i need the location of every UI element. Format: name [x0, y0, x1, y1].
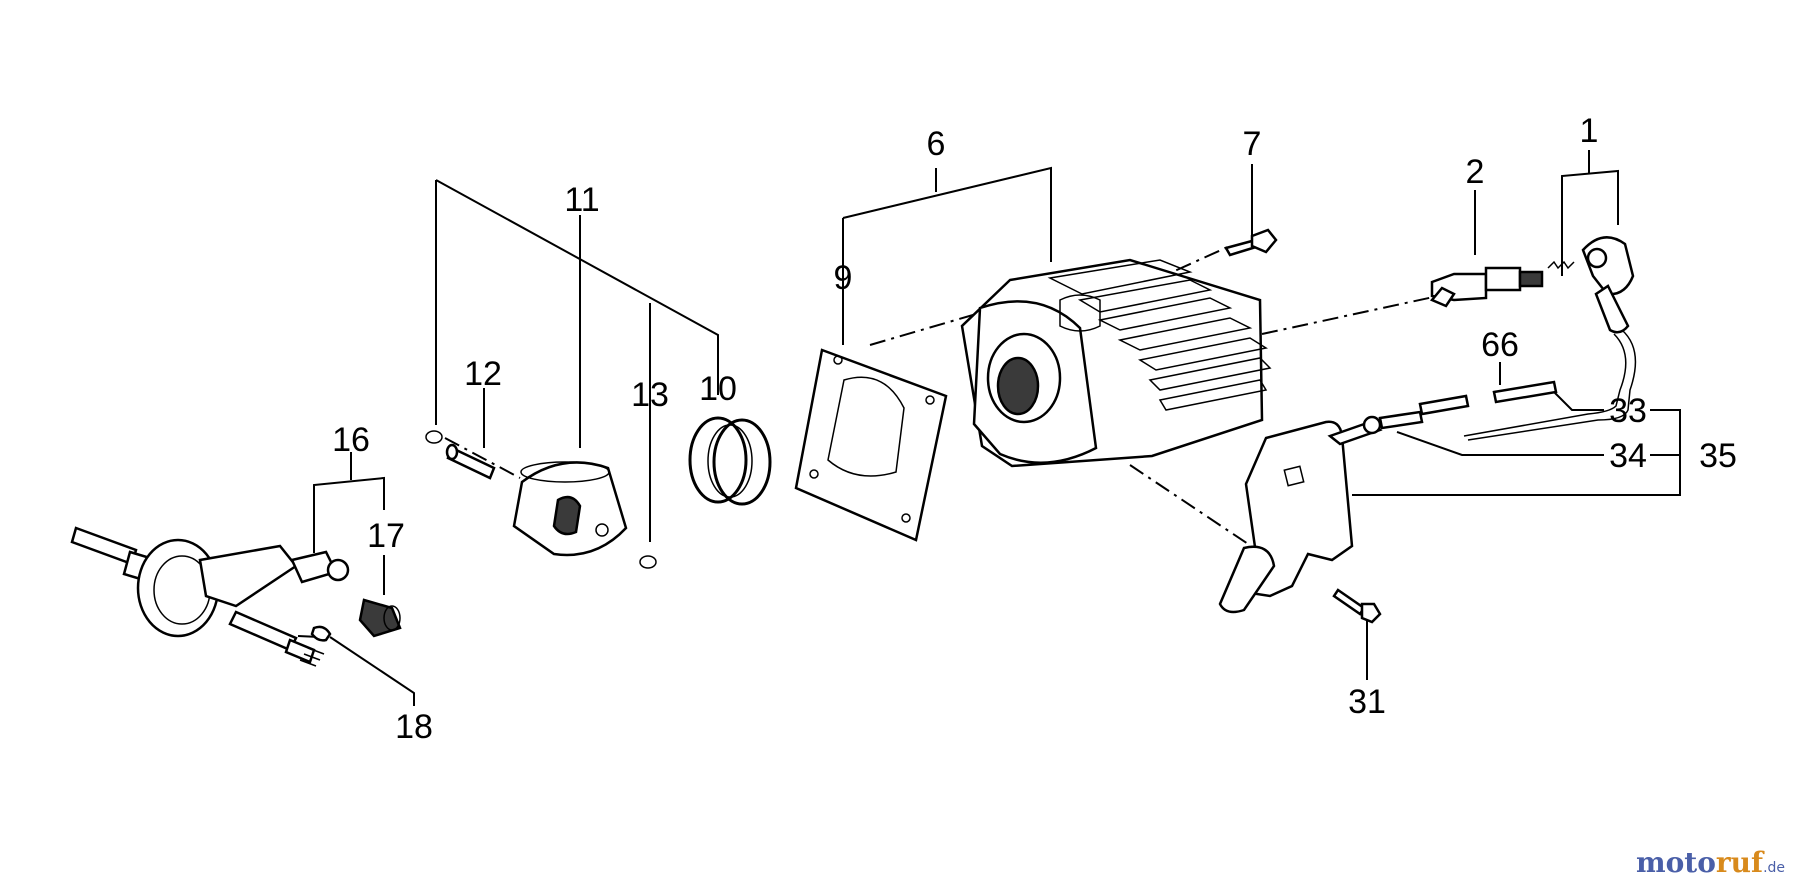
woodruff-key — [310, 625, 332, 642]
callout-33: 33 — [1609, 392, 1647, 430]
watermark-part-b: ruf — [1716, 846, 1765, 879]
callout-35: 35 — [1699, 437, 1737, 475]
crankshaft — [70, 526, 350, 667]
callout-1: 1 — [1580, 112, 1599, 150]
callout-31: 31 — [1348, 683, 1386, 721]
callout-66: 66 — [1481, 326, 1519, 364]
callout-labels: 1 2 6 7 9 10 11 12 13 16 17 18 31 33 34 … — [332, 112, 1737, 746]
callout-10: 10 — [699, 370, 737, 408]
spark-plug-boot — [1463, 236, 1637, 441]
piston — [512, 461, 628, 557]
watermark-text: motoruf.de — [1636, 846, 1785, 879]
callout-13: 13 — [631, 376, 669, 414]
callout-9: 9 — [834, 259, 853, 297]
spark-plug — [1429, 266, 1544, 308]
watermark-part-a: moto — [1636, 846, 1716, 879]
ignition-module — [1218, 380, 1558, 614]
callout-2: 2 — [1466, 153, 1485, 191]
callout-18: 18 — [395, 708, 433, 746]
circlip-left — [425, 430, 443, 444]
piston-rings — [688, 416, 772, 506]
cylinder — [960, 258, 1272, 468]
callout-7: 7 — [1243, 125, 1262, 163]
callout-16: 16 — [332, 421, 370, 459]
callout-6: 6 — [927, 125, 946, 163]
leader-lines — [313, 150, 1681, 706]
piston-pin — [445, 443, 496, 480]
circlip-right — [639, 555, 657, 569]
screw-31 — [1332, 588, 1382, 624]
motoruf-watermark: motoruf.de — [1636, 846, 1785, 879]
callout-12: 12 — [464, 355, 502, 393]
callout-17: 17 — [367, 517, 405, 555]
needle-bearing — [358, 598, 402, 638]
screw-7 — [1224, 228, 1278, 257]
cylinder-gasket — [794, 348, 948, 542]
spark-plug-spring — [1547, 260, 1575, 270]
callout-11: 11 — [564, 181, 599, 219]
callout-34: 34 — [1609, 437, 1647, 475]
watermark-suffix: .de — [1763, 860, 1785, 876]
